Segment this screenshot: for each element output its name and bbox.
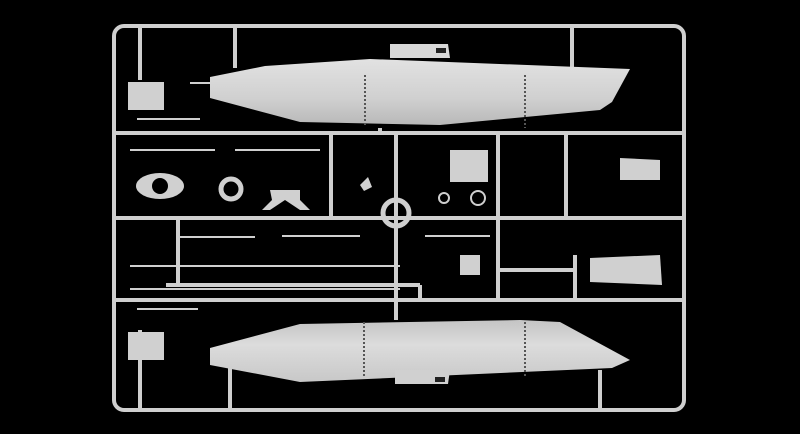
sprue-frame	[112, 24, 686, 412]
submarine-hull-right	[210, 320, 630, 384]
propeller	[360, 177, 372, 191]
handwheel	[438, 192, 450, 204]
crew-figure	[620, 158, 660, 180]
conning-tower	[390, 44, 450, 58]
crew-figure	[590, 255, 662, 285]
small-parts	[128, 82, 662, 360]
submarine-hull-left	[190, 44, 630, 128]
